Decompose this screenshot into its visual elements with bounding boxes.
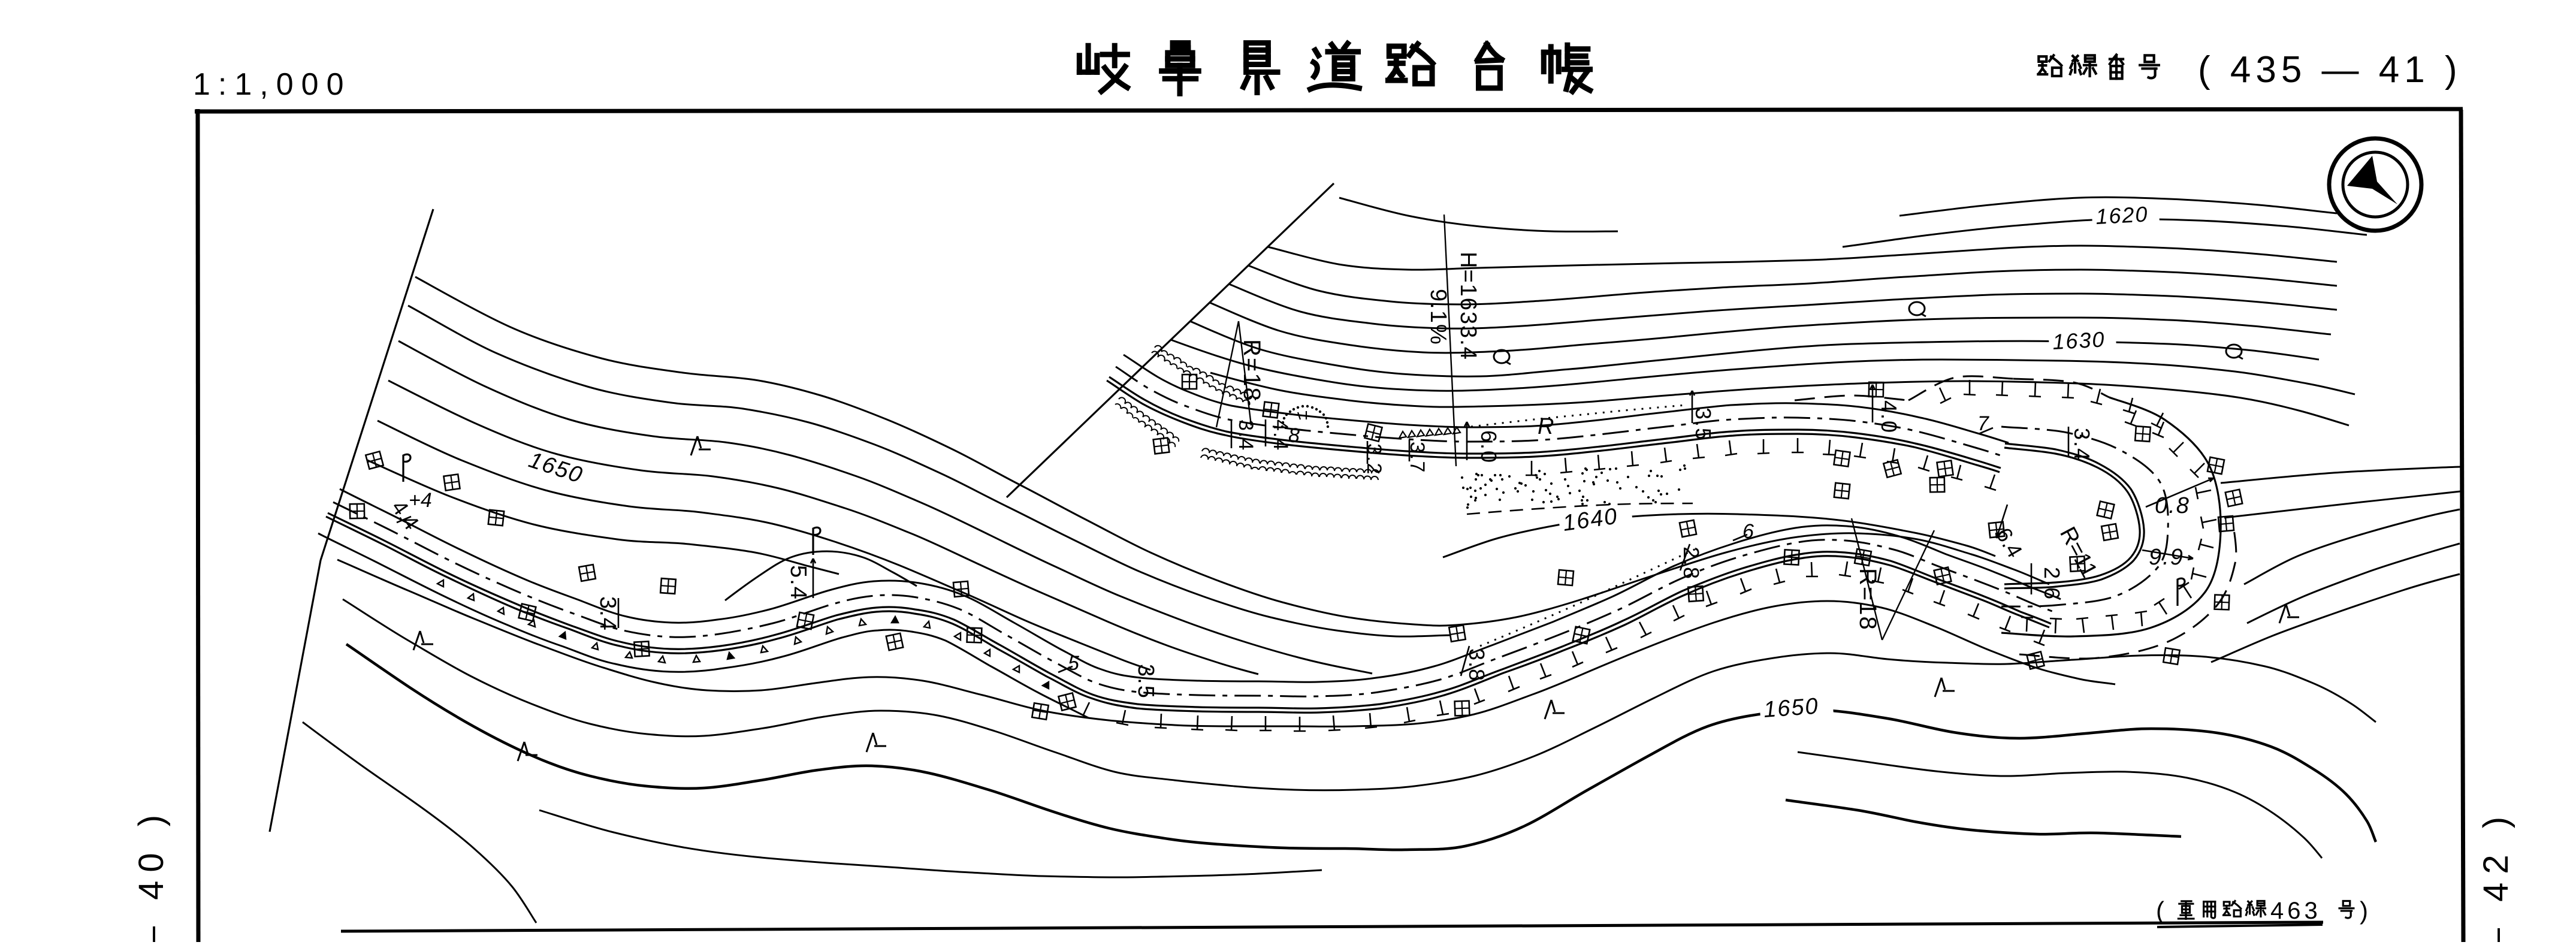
svg-text:1620: 1620 [2095,201,2149,229]
svg-text:1630: 1630 [2052,327,2106,354]
svg-text:463: 463 [2270,898,2321,924]
svg-text:0.8: 0.8 [2155,493,2190,518]
svg-text:R: R [1538,414,1554,439]
svg-text:3.4: 3.4 [2070,428,2094,461]
svg-text:3.4: 3.4 [595,596,620,632]
svg-text:5: 5 [1068,652,1079,675]
svg-text:(: ( [2156,896,2164,925]
svg-text:2.6: 2.6 [2040,567,2064,600]
svg-text:3.2: 3.2 [1363,443,1385,475]
svg-text:H=1633.4: H=1633.4 [1455,252,1481,361]
svg-text:3.8: 3.8 [1464,648,1489,682]
svg-text:6: 6 [1743,520,1754,543]
svg-text:9.1%: 9.1% [1426,289,1451,346]
svg-text:— 42 ): — 42 ) [2477,808,2515,942]
svg-text:8: 8 [1288,424,1300,447]
svg-text:): ) [2360,896,2368,925]
svg-text:3.4: 3.4 [1234,419,1257,451]
svg-text:6.0: 6.0 [1476,430,1501,464]
svg-text:+4: +4 [409,489,432,512]
svg-text:( 435 — 41 ): ( 435 — 41 ) [2198,49,2462,90]
svg-text:1:1,000: 1:1,000 [193,67,352,102]
svg-text:1650: 1650 [1763,694,1820,723]
svg-text:4.0: 4.0 [1877,400,1901,434]
svg-text:— 40 ): — 40 ) [132,807,171,942]
svg-text:3.5: 3.5 [1691,407,1716,441]
svg-text:5.4: 5.4 [786,565,811,600]
svg-text:3.5: 3.5 [1133,664,1158,699]
svg-text:9.9: 9.9 [2149,545,2184,570]
